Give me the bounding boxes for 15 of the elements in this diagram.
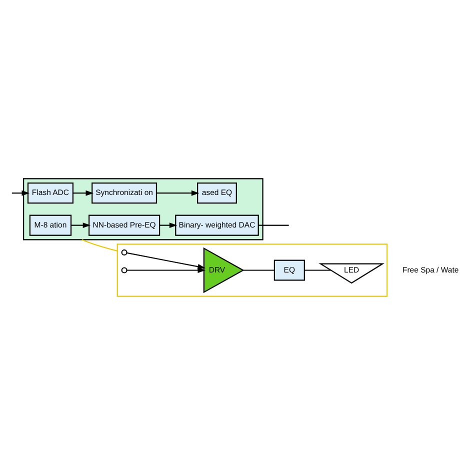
arrow [126,267,206,272]
arrow [12,190,30,196]
connector [258,224,289,226]
arrow [73,190,94,196]
node-circle [121,266,128,273]
arrow [126,252,206,269]
connector [304,269,331,270]
cluster [23,178,264,240]
arrow [71,222,91,228]
cluster [116,243,388,296]
arrow [156,190,200,196]
arrow [160,222,178,228]
connector [82,238,118,251]
connector [243,269,274,270]
node-circle [121,248,128,256]
